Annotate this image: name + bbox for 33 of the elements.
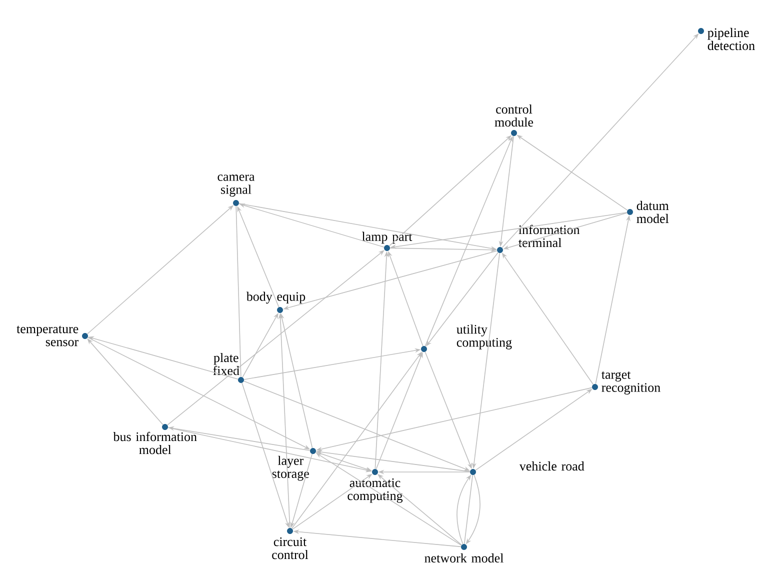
node-label: lamp part [362, 232, 412, 244]
node-label: pipeline detection [708, 28, 755, 50]
network-node: control module [494, 104, 534, 136]
network-node: plate fixed [213, 352, 244, 383]
node-label: layer storage [272, 456, 309, 481]
network-node: circuit control [272, 528, 308, 560]
network-node: network model [424, 544, 504, 563]
network-node: layer storage [272, 448, 316, 481]
network-node: bus information model [113, 424, 197, 454]
network-node: utility computing [421, 324, 512, 352]
network-node: temperature sensor [16, 326, 88, 346]
network-node: camera signal [218, 174, 255, 206]
node-label: camera signal [218, 174, 255, 197]
network-node: automatic computing [348, 469, 403, 503]
node-label: circuit control [272, 537, 308, 560]
node-label: network model [424, 553, 504, 563]
network-node: information terminal [497, 224, 580, 253]
network-node: datum model [627, 200, 669, 224]
node-label: body equip [246, 292, 306, 304]
node-label: utility computing [456, 324, 512, 350]
network-node: body equip [246, 292, 306, 313]
network-node: lamp part [362, 232, 412, 251]
node-label: bus information model [113, 432, 197, 454]
node-label: plate fixed [213, 352, 240, 376]
network-node: pipeline detection [698, 28, 755, 50]
node-label: datum model [636, 200, 669, 224]
node-label: control module [494, 104, 534, 127]
arrow [167, 250, 384, 426]
node-label: automatic computing [348, 478, 403, 503]
network-node: target recognition [592, 371, 660, 395]
network-node: vehicle road [470, 461, 584, 475]
node-label: vehicle road [519, 461, 584, 471]
node-label: information terminal [518, 224, 580, 248]
